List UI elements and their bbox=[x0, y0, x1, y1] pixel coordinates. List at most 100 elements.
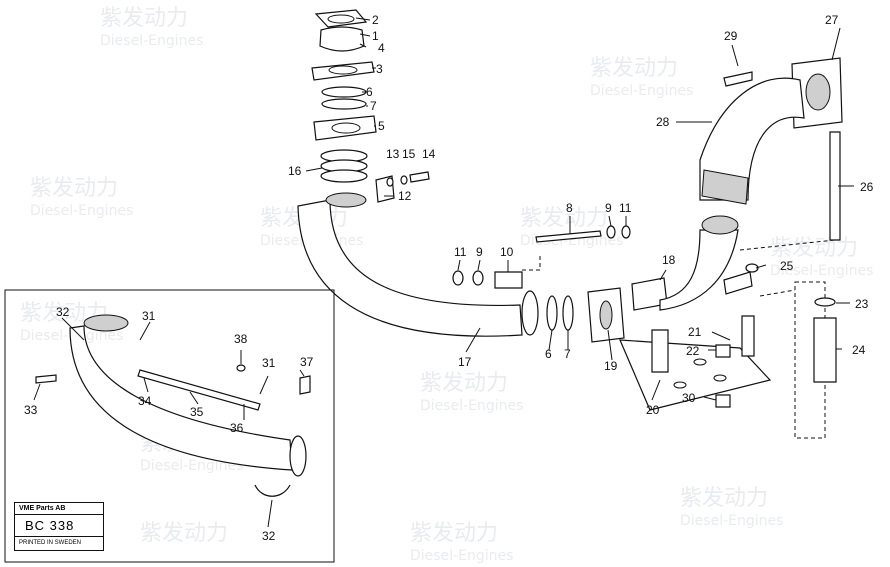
washer-part-13 bbox=[386, 177, 394, 187]
ring-part-6 bbox=[321, 86, 367, 98]
plate-printed: PRINTED IN SWEDEN bbox=[19, 540, 82, 546]
flange-hole bbox=[327, 14, 355, 24]
watermark-cn: 紫发动力 bbox=[410, 521, 498, 546]
flange-part-5 bbox=[313, 115, 377, 141]
flange-19-hole bbox=[599, 300, 613, 330]
spring-part-24 bbox=[813, 317, 837, 383]
callout-29: 29 bbox=[724, 29, 738, 43]
nut-part-22 bbox=[715, 344, 731, 358]
callout-14: 14 bbox=[422, 147, 436, 161]
callout-9: 9 bbox=[605, 201, 612, 215]
callout-11: 11 bbox=[619, 201, 632, 215]
inset-border bbox=[4, 289, 335, 563]
watermark-en: Diesel-Engines bbox=[590, 83, 693, 99]
lower-pipe-opening bbox=[701, 215, 739, 235]
long-bolt-part-26 bbox=[829, 131, 841, 241]
spring-box bbox=[794, 281, 826, 439]
elbow-part-28 bbox=[699, 77, 805, 201]
callout-7: 7 bbox=[564, 347, 571, 361]
ring-part-7-lower bbox=[562, 295, 574, 331]
watermark-cn: 紫发动力 bbox=[420, 371, 508, 396]
callout-12: 12 bbox=[398, 189, 412, 203]
document-plate: VME Parts AB BC 338 PRINTED IN SWEDEN bbox=[14, 502, 104, 551]
callout-37: 37 bbox=[300, 355, 314, 369]
connector-line bbox=[522, 256, 541, 271]
right-elbow-assembly bbox=[659, 57, 843, 311]
bolt-part-29 bbox=[723, 71, 753, 87]
nut-part-9-left bbox=[472, 270, 484, 286]
spring-part-16c bbox=[320, 169, 368, 183]
inset-elbow-pipe bbox=[69, 325, 293, 471]
housing-part-1 bbox=[319, 26, 365, 52]
inset-pipe-flange bbox=[289, 435, 307, 477]
callout-27: 27 bbox=[825, 13, 839, 27]
callout-32: 32 bbox=[56, 305, 70, 319]
upper-stack-assembly bbox=[311, 9, 430, 203]
nut-part-11-left bbox=[452, 270, 464, 286]
watermark-cn: 紫发动力 bbox=[140, 521, 228, 546]
watermark-en: Diesel-Engines bbox=[100, 33, 203, 49]
bolt-part-14 bbox=[409, 171, 430, 183]
watermark-en: Diesel-Engines bbox=[410, 548, 513, 564]
callout-17: 17 bbox=[458, 355, 472, 369]
watermark-en: Diesel-Engines bbox=[420, 398, 523, 414]
plate-hole bbox=[673, 381, 687, 389]
elbow-28-sleeve bbox=[701, 169, 749, 205]
washer-part-15 bbox=[400, 175, 408, 185]
connector-line bbox=[759, 289, 796, 297]
elbow-pipe-part-17 bbox=[297, 199, 523, 337]
callout-4: 4 bbox=[378, 41, 385, 55]
callout-22: 22 bbox=[686, 344, 700, 358]
callout-5: 5 bbox=[378, 119, 385, 133]
callout-31: 31 bbox=[262, 356, 276, 370]
leader-lines bbox=[33, 17, 854, 528]
inset-pipe-opening bbox=[83, 314, 129, 332]
callout-36: 36 bbox=[230, 421, 244, 435]
callout-3: 3 bbox=[376, 62, 383, 76]
rod-part-8 bbox=[535, 230, 602, 243]
washer-25 bbox=[745, 263, 759, 273]
callout-21: 21 bbox=[688, 325, 702, 339]
callout-24: 24 bbox=[852, 343, 866, 357]
watermark-cn: 紫发动力 bbox=[30, 176, 118, 201]
clamp-part-3 bbox=[311, 61, 375, 81]
post bbox=[651, 329, 669, 373]
inset-clamp-part-32 bbox=[254, 484, 291, 497]
callout-2: 2 bbox=[372, 13, 379, 27]
flange-27-hole bbox=[805, 73, 831, 111]
pipe-top-opening bbox=[325, 192, 367, 208]
base-bracket-assembly bbox=[619, 281, 837, 439]
clamp-hole bbox=[328, 65, 358, 75]
callout-10: 10 bbox=[500, 245, 514, 259]
watermark-cn: 紫发动力 bbox=[520, 206, 608, 231]
callout-8: 8 bbox=[566, 201, 573, 215]
lower-pipe-part bbox=[659, 229, 739, 311]
watermark-en: Diesel-Engines bbox=[140, 458, 243, 474]
watermark-cn: 紫发动力 bbox=[590, 56, 678, 81]
callout-32: 32 bbox=[262, 529, 276, 543]
flange-part-2 bbox=[314, 9, 368, 28]
callout-34: 34 bbox=[138, 394, 152, 408]
callout-6: 6 bbox=[366, 85, 373, 99]
callout-38: 38 bbox=[234, 332, 248, 346]
bracket-part-25 bbox=[723, 271, 753, 295]
plate-hole bbox=[693, 358, 707, 366]
post-2 bbox=[741, 315, 755, 357]
spring-part-10 bbox=[494, 271, 523, 289]
inset-rod-part-35 bbox=[137, 369, 261, 411]
watermark-cn: 紫发动力 bbox=[680, 486, 768, 511]
plate-company: VME Parts AB bbox=[15, 503, 103, 515]
callout-28: 28 bbox=[656, 115, 670, 129]
nut-part-30 bbox=[715, 394, 731, 408]
callout-30: 30 bbox=[682, 391, 696, 405]
callout-13: 13 bbox=[386, 147, 400, 161]
callout-11: 11 bbox=[454, 245, 467, 259]
plate-code: BC 338 bbox=[15, 515, 103, 537]
ring-part-7 bbox=[321, 98, 367, 110]
inset-bolt-part-33 bbox=[35, 374, 57, 384]
plate-hole bbox=[713, 374, 727, 382]
callout-31: 31 bbox=[142, 309, 156, 323]
nut-part-9 bbox=[606, 225, 616, 239]
callout-9: 9 bbox=[476, 245, 483, 259]
